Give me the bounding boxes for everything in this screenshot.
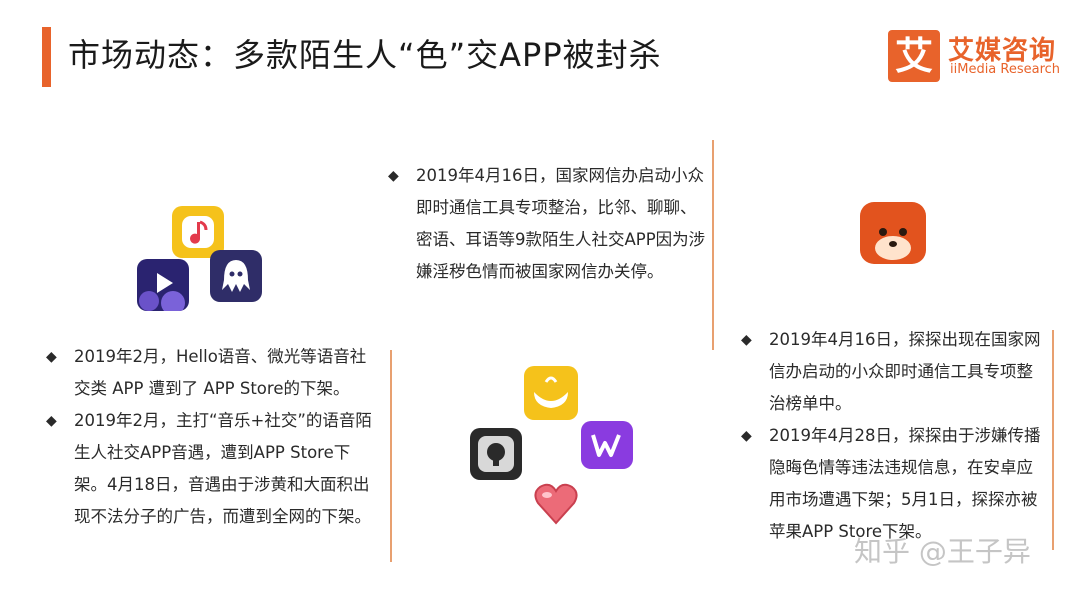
bullet-text: 2019年4月28日，探探由于涉嫌传播隐晦色情等违法违规信息，在安卓应用市场遭遇… <box>769 426 1041 541</box>
heart-app-icon <box>530 477 582 529</box>
title-accent-bar <box>42 27 51 87</box>
zhihu-watermark: 知乎 @王子异 <box>854 535 1031 568</box>
bullet-item: ◆ 2019年4月28日，探探由于涉嫌传播隐晦色情等违法违规信息，在安卓应用市场… <box>741 420 1041 548</box>
bullet-item: ◆ 2019年4月16日，探探出现在国家网信办启动的小众即时通信工具专项整治榜单… <box>741 324 1041 420</box>
diamond-bullet-icon: ◆ <box>46 413 57 429</box>
w-app-icon <box>581 421 633 469</box>
right-bullet-list: ◆ 2019年4月16日，探探出现在国家网信办启动的小众即时通信工具专项整治榜单… <box>741 324 1041 548</box>
bullet-item: ◆ 2019年2月，Hello语音、微光等语音社交类 APP 遭到了 APP S… <box>46 341 376 405</box>
diamond-bullet-icon: ◆ <box>388 168 399 184</box>
bullet-item: ◆ 2019年4月16日，国家网信办启动小众即时通信工具专项整治，比邻、聊聊、密… <box>388 160 708 288</box>
bullet-text: 2019年2月，主打“音乐+社交”的语音陌生人社交APP音遇，遭到APP Sto… <box>74 411 372 526</box>
bullet-text: 2019年4月16日，国家网信办启动小众即时通信工具专项整治，比邻、聊聊、密语、… <box>416 166 706 281</box>
left-bullet-list: ◆ 2019年2月，Hello语音、微光等语音社交类 APP 遭到了 APP S… <box>46 341 376 533</box>
iimedia-logo: 艾 艾媒咨询 iiMedia Research <box>888 30 1060 82</box>
bullet-text: 2019年2月，Hello语音、微光等语音社交类 APP 遭到了 APP Sto… <box>74 347 367 398</box>
bullet-item: ◆ 2019年2月，主打“音乐+社交”的语音陌生人社交APP音遇，遭到APP S… <box>46 405 376 533</box>
logo-chinese-name: 艾媒咨询 <box>948 36 1057 66</box>
fox-app-icon <box>860 202 926 264</box>
video-app-icon <box>137 259 189 311</box>
logo-mark: 艾 <box>888 30 940 82</box>
music-app-icon <box>172 206 224 258</box>
diamond-bullet-icon: ◆ <box>741 428 752 444</box>
octopus-app-icon <box>210 250 262 302</box>
divider-right <box>1052 330 1054 550</box>
logo-english-name: iiMedia Research <box>950 62 1061 77</box>
bullet-text: 2019年4月16日，探探出现在国家网信办启动的小众即时通信工具专项整治榜单中。 <box>769 330 1041 413</box>
lock-app-icon <box>470 428 522 480</box>
whale-app-icon <box>524 366 578 420</box>
divider-left <box>390 350 392 562</box>
middle-bullet-list: ◆ 2019年4月16日，国家网信办启动小众即时通信工具专项整治，比邻、聊聊、密… <box>388 160 708 288</box>
page-title: 市场动态：多款陌生人“色”交APP被封杀 <box>68 36 662 74</box>
divider-middle <box>712 140 714 350</box>
diamond-bullet-icon: ◆ <box>46 349 57 365</box>
diamond-bullet-icon: ◆ <box>741 332 752 348</box>
